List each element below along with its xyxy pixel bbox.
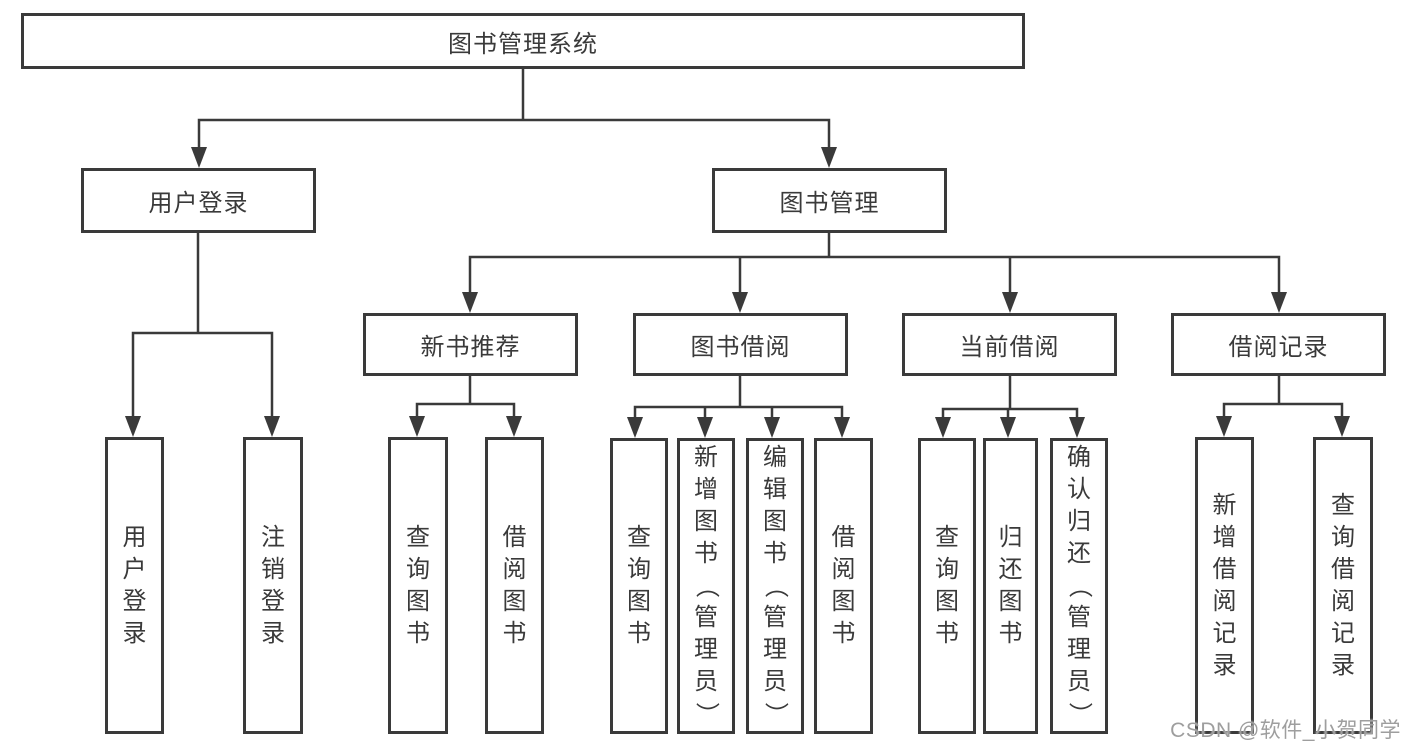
node-label: 借阅记录 xyxy=(1228,334,1329,361)
node-label: 借阅图书 xyxy=(502,523,527,647)
node-label: 查询图书 xyxy=(406,523,430,647)
node-label: 图书借阅 xyxy=(690,334,791,361)
watermark: CSDN @软件_小贺同学 xyxy=(1170,719,1401,742)
leaf-add-books-admin: 新增图书（管理员） xyxy=(677,438,735,734)
node-label: 借阅图书 xyxy=(831,524,856,647)
node-label: 编辑图书（管理员） xyxy=(762,444,789,727)
node-label: 图书管理 xyxy=(779,190,880,217)
arrowheads xyxy=(125,147,1350,438)
node-book-borrowing: 图书借阅 xyxy=(633,313,848,376)
node-label: 查询图书 xyxy=(627,524,651,647)
node-label: 图书管理系统 xyxy=(448,30,598,58)
node-label: 当前借阅 xyxy=(959,334,1060,361)
leaf-borrowing-borrow-books: 借阅图书 xyxy=(814,438,873,734)
node-label: 归还图书 xyxy=(998,524,1023,647)
node-label: 查询图书 xyxy=(935,524,959,647)
node-user-login: 用户登录 xyxy=(81,168,316,233)
leaf-return-books: 归还图书 xyxy=(983,438,1038,734)
leaf-edit-books-admin: 编辑图书（管理员） xyxy=(746,438,804,734)
node-label: 用户登录 xyxy=(122,523,147,647)
node-system-root: 图书管理系统 xyxy=(21,13,1025,69)
leaf-add-borrow-record: 新增借阅记录 xyxy=(1195,437,1254,734)
node-label: 新增借阅记录 xyxy=(1212,491,1237,679)
leaf-borrowing-query-books: 查询图书 xyxy=(610,438,668,734)
node-label: 确认归还（管理员） xyxy=(1066,444,1093,727)
leaf-query-borrow-record: 查询借阅记录 xyxy=(1313,437,1373,734)
leaf-user-login: 用户登录 xyxy=(105,437,164,734)
node-label: 查询借阅记录 xyxy=(1331,491,1355,679)
leaf-recommend-query-books: 查询图书 xyxy=(388,437,448,734)
node-borrow-records: 借阅记录 xyxy=(1171,313,1386,376)
node-label: 注销登录 xyxy=(261,523,285,647)
node-label: 新书推荐 xyxy=(420,334,521,361)
node-current-borrowing: 当前借阅 xyxy=(902,313,1117,376)
node-new-book-recommend: 新书推荐 xyxy=(363,313,578,376)
leaf-current-query-books: 查询图书 xyxy=(918,438,976,734)
leaf-recommend-borrow-books: 借阅图书 xyxy=(485,437,544,734)
leaf-logout: 注销登录 xyxy=(243,437,303,734)
leaf-confirm-return-admin: 确认归还（管理员） xyxy=(1050,438,1108,734)
node-book-management: 图书管理 xyxy=(712,168,947,233)
node-label: 用户登录 xyxy=(148,190,249,217)
node-label: 新增图书（管理员） xyxy=(693,444,720,727)
